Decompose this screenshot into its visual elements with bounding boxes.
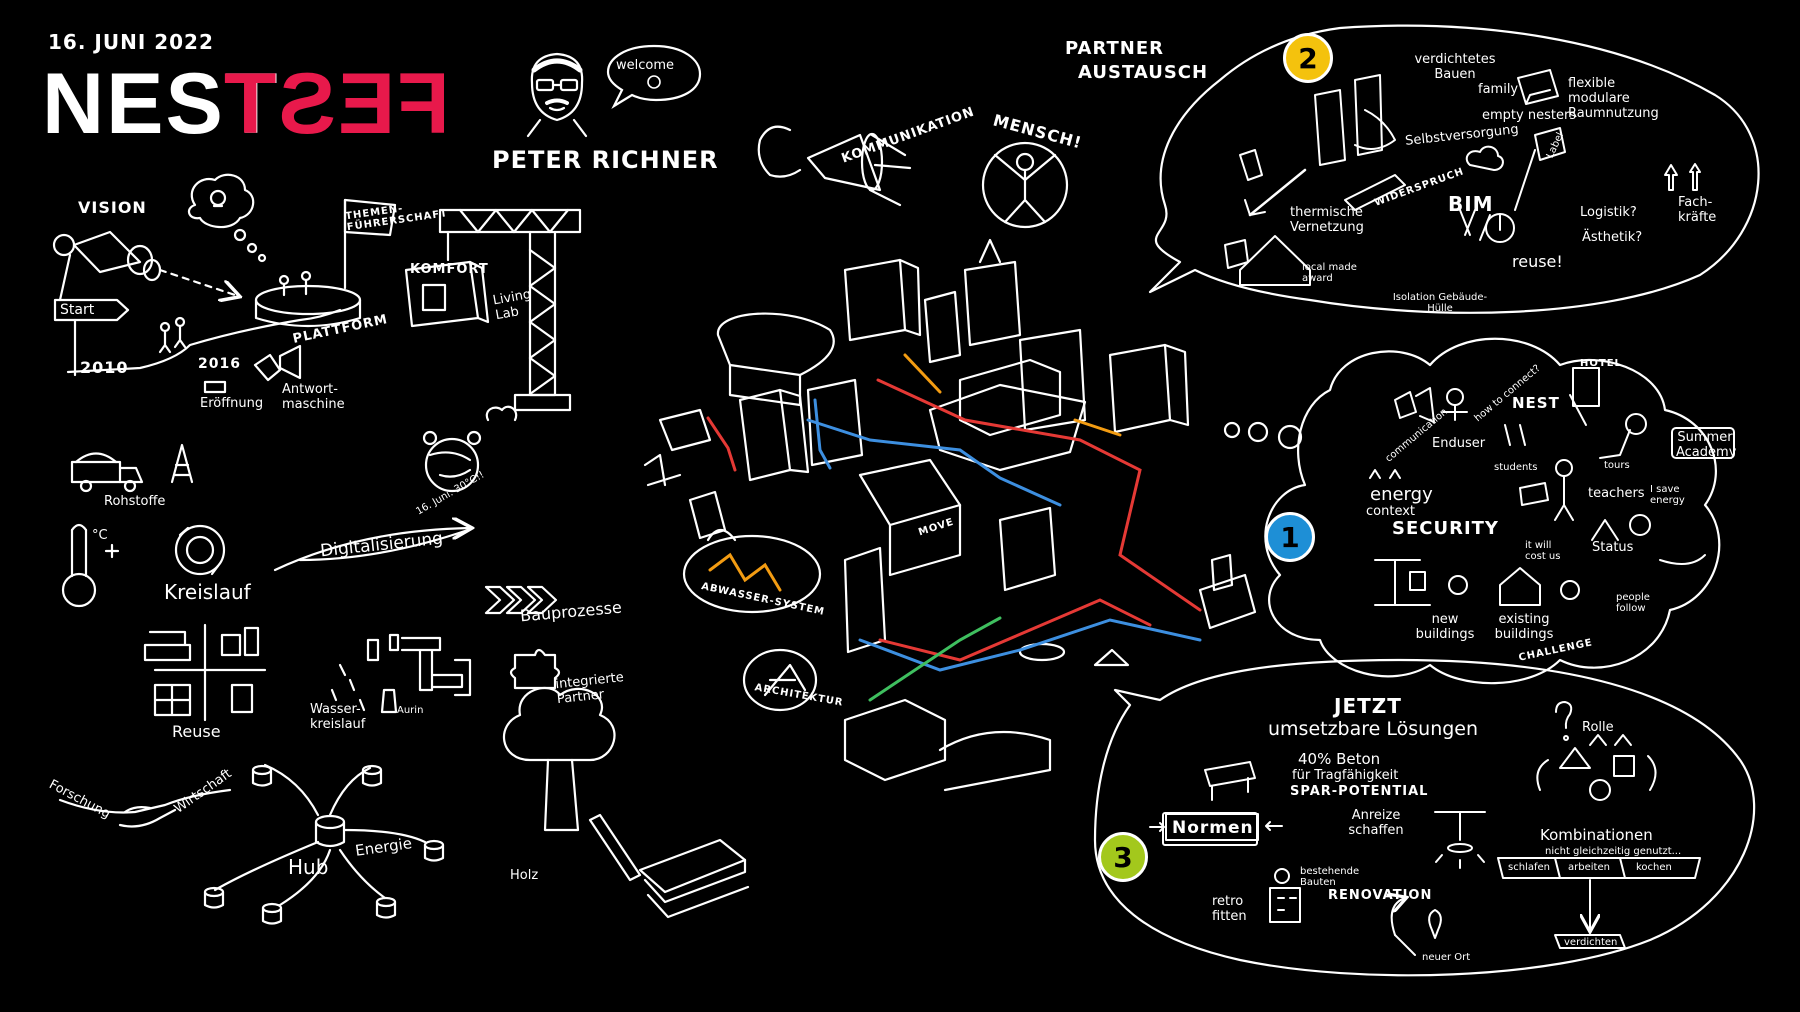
security-label: SECURITY: [1392, 518, 1499, 539]
bubble-2-outline: [1148, 24, 1760, 314]
bim-label: BIM: [1448, 192, 1494, 216]
reuse-exclaim-label: reuse!: [1512, 252, 1563, 271]
umsetzbare-label: umsetzbare Lösungen: [1268, 718, 1479, 740]
eroeffnung-label: Eröffnung: [200, 396, 264, 411]
vision-label: VISION: [78, 198, 147, 217]
anreize-label: Anreize schaffen: [1348, 808, 1404, 838]
celsius-label: °C: [92, 528, 108, 543]
renovation-label: RENOVATION: [1328, 888, 1433, 903]
family-label: family: [1478, 82, 1519, 97]
year-2010: 2010: [80, 358, 129, 377]
kreislauf-label: Kreislauf: [164, 580, 251, 604]
hotel-label: HOTEL: [1580, 358, 1622, 369]
speaker-portrait: [520, 48, 594, 138]
pipe-orange: [903, 353, 1122, 437]
start-label: Start: [60, 302, 95, 318]
welcome-text: welcome: [616, 58, 675, 73]
spar-potential-label: SPAR-POTENTIAL: [1290, 784, 1429, 799]
summer-academy-label: Summer Academy: [1676, 430, 1737, 460]
neuer-ort-label: neuer Ort: [1422, 952, 1471, 963]
status-label: Status: [1592, 540, 1634, 555]
fachkraefte-label: Fach-kräfte: [1678, 195, 1717, 225]
kochen-label: kochen: [1636, 862, 1672, 873]
energy-label: energy: [1370, 484, 1433, 505]
logo-nest: NEST: [42, 56, 280, 152]
iso-city: [643, 238, 1257, 792]
normen-frame: [1162, 812, 1258, 846]
kombinationen-label: Kombinationen: [1540, 826, 1653, 844]
welcome-bubble: [604, 42, 704, 112]
year-2016: 2016: [198, 356, 241, 372]
logo-fest: FEST: [222, 56, 450, 152]
aurin-label: Aurin: [397, 705, 424, 716]
hub-label: Hub: [288, 855, 329, 879]
beton-label: 40% Beton: [1298, 750, 1381, 768]
pipe-blue: [806, 418, 1202, 672]
pipe-green: [868, 616, 1002, 702]
nest-label: NEST: [1512, 394, 1560, 412]
verdichtetes-label: verdichtetes Bauen: [1414, 52, 1496, 82]
new-buildings-label: new buildings: [1415, 612, 1475, 642]
flexible-label: flexible modulare Raumnutzung: [1568, 76, 1659, 121]
context-label: context: [1366, 504, 1415, 519]
date-label: 16. JUNI 2022: [48, 30, 214, 54]
pipe-red: [876, 378, 1202, 662]
badge-1: 1: [1265, 512, 1315, 562]
local-made-label: local made award: [1302, 262, 1357, 284]
reuse-label: Reuse: [172, 722, 221, 741]
arbeiten-label: arbeiten: [1568, 862, 1610, 873]
bubble-3-outline: [1093, 658, 1756, 977]
existing-buildings-label: existing buildings: [1494, 612, 1554, 642]
isolation-label: Isolation Gebäude-Hülle: [1392, 292, 1488, 314]
logistik-label: Logistik?: [1580, 205, 1637, 220]
schlafen-label: schlafen: [1508, 862, 1550, 873]
people-follow-label: people follow: [1616, 592, 1650, 614]
i-save-energy-label: I save energy: [1650, 484, 1685, 506]
retro-fitten-label: retro fitten: [1212, 894, 1247, 924]
empty-nesters-label: empty nesters: [1482, 108, 1577, 123]
partner-label: PARTNER: [1065, 38, 1165, 59]
badge-2: 2: [1283, 33, 1333, 83]
komfort-label: KOMFORT: [410, 262, 489, 277]
aesthetik-label: Ästhetik?: [1582, 230, 1643, 245]
speaker-name: PETER RICHNER: [492, 146, 719, 174]
rolle-label: Rolle: [1582, 720, 1614, 735]
nicht-gleichzeitig-label: nicht gleichzeitig genutzt...: [1545, 846, 1682, 857]
normen-label: Normen: [1172, 818, 1254, 838]
wasserkreislauf-label: Wasser-kreislauf: [310, 702, 366, 732]
bubble-1-outline: [1264, 337, 1721, 685]
rohstoffe-label: Rohstoffe: [104, 494, 166, 509]
teachers-label: teachers: [1588, 486, 1645, 501]
holz-label: Holz: [510, 868, 539, 883]
jetzt-label: JETZT: [1334, 694, 1402, 718]
verdichten-label: verdichten: [1564, 937, 1618, 948]
tragfaehigkeit-label: für Tragfähigkeit: [1292, 768, 1399, 783]
bestehende-bauten-label: bestehende Bauten: [1300, 866, 1360, 888]
badge-3: 3: [1098, 832, 1148, 882]
thermische-label: thermische Vernetzung: [1290, 205, 1364, 235]
enduser-label: Enduser: [1432, 436, 1486, 451]
tours-label: tours: [1604, 460, 1630, 471]
antwort-label: Antwort-maschine: [282, 382, 345, 412]
students-label: students: [1494, 462, 1538, 473]
austausch-label: AUSTAUSCH: [1078, 62, 1209, 83]
cost-label: it will cost us: [1525, 540, 1561, 562]
